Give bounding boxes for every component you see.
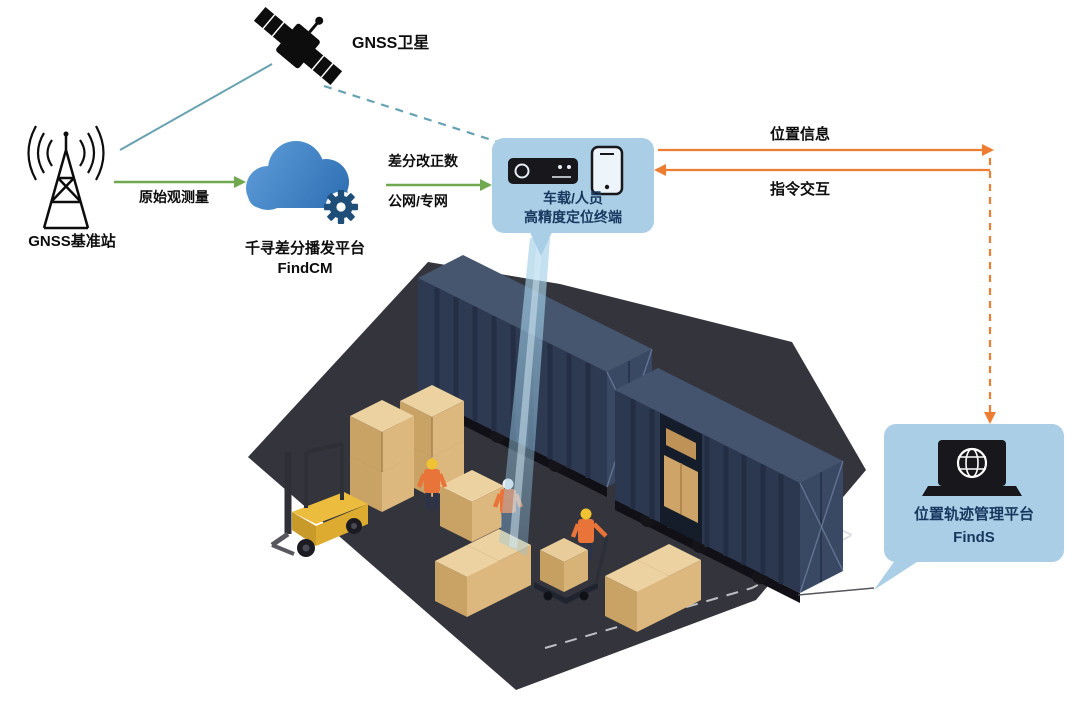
pallet-stacks (350, 385, 701, 632)
base-station-icon (27, 125, 105, 230)
vehicle-terminal-icon (508, 158, 578, 184)
satellite-link-lines (119, 63, 499, 151)
laptop-globe-icon (922, 440, 1022, 496)
finds-bubble (797, 424, 1064, 596)
positioning-beam (499, 238, 550, 556)
cloud-icon (246, 141, 358, 224)
warehouse-scene (248, 255, 866, 690)
gnss-satellite-icon (253, 6, 343, 86)
forklift (270, 442, 368, 557)
terminal-bubble (492, 138, 654, 256)
container-2 (615, 368, 844, 603)
smartphone-icon (590, 145, 624, 196)
pallet-jack (534, 536, 609, 604)
ground-platform (248, 262, 866, 690)
worker-1 (416, 458, 448, 509)
signal-waves-icon (27, 125, 105, 181)
orange-arrows (654, 144, 996, 424)
green-arrows (114, 176, 492, 191)
gear-icon (324, 190, 358, 224)
